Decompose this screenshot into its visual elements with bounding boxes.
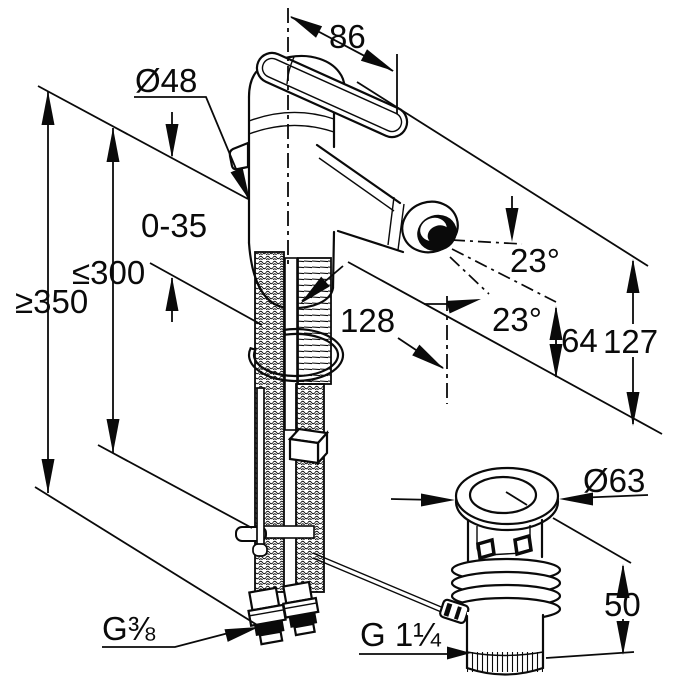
dim-lever-projection: 86 <box>290 16 398 114</box>
arrowhead <box>421 493 455 507</box>
extension-line-50-bottom <box>545 651 635 659</box>
dim-label-50: 50 <box>604 586 641 623</box>
dimension-annotations: 86 Ø48 0-35 ≤300 ≥350 <box>15 16 663 660</box>
arrowhead <box>300 276 330 304</box>
dim-drain-flange: Ø63 <box>390 462 649 507</box>
arrowhead <box>559 492 593 506</box>
aerator-axis-middle <box>451 248 557 303</box>
dim-body-diameter: Ø48 <box>134 62 250 201</box>
popup-drain-valve <box>439 466 562 676</box>
arrowhead <box>446 299 481 314</box>
left-hose-fitting <box>247 586 287 646</box>
arrowhead <box>360 49 394 71</box>
dim-label-g114: G 1¼ <box>360 616 441 653</box>
body-right-edge-lower <box>331 230 336 290</box>
arrowhead <box>549 306 563 340</box>
deck-surface-line-right <box>347 261 663 435</box>
dim-label-0-35: 0-35 <box>141 207 207 244</box>
dim-max-connection: ≤300 <box>72 128 145 453</box>
extension-line-50-top <box>552 517 632 564</box>
aerator-nozzle <box>401 200 459 254</box>
arrowhead <box>106 419 120 453</box>
dim-deck-thickness: 0-35 <box>141 112 207 322</box>
arrowhead <box>165 277 179 311</box>
deck-surface-line-left <box>37 85 249 200</box>
arrowhead <box>616 564 630 598</box>
arrowhead <box>412 344 444 369</box>
right-hose-fitting <box>282 580 320 637</box>
drain-neck-hole-right <box>513 533 533 557</box>
dim-min-hose: ≥350 <box>15 91 88 493</box>
arrowhead <box>447 646 471 660</box>
faucet-body <box>228 8 459 290</box>
pull-rod <box>256 387 265 547</box>
arrowhead <box>230 167 250 201</box>
arrowhead <box>290 16 323 38</box>
aerator-angle-fan: 23° 23° <box>424 196 560 404</box>
drain-tailpiece <box>465 612 545 676</box>
drain-neck <box>466 518 544 563</box>
dim-label-23-upper: 23° <box>510 242 560 279</box>
dim-total-height: 127 <box>603 259 658 426</box>
dim-drain-thread: G 1¼ <box>359 616 471 660</box>
drain-bore <box>468 475 538 515</box>
dim-label-g38: G⅜ <box>102 610 156 647</box>
arrowhead <box>224 627 259 642</box>
arrowhead <box>616 621 630 655</box>
arrowhead <box>41 459 55 493</box>
faucet-top-plane-line <box>356 81 649 267</box>
dim-label-64: 64 <box>561 322 598 359</box>
arrowhead <box>505 208 519 242</box>
dim-label-23-lower: 23° <box>492 301 542 338</box>
hose-end-reference-line <box>34 486 263 629</box>
drain-thread-band <box>467 652 543 672</box>
dim-label-128: 128 <box>340 302 395 339</box>
dim-label-le300: ≤300 <box>72 254 145 291</box>
dim-spout-projection: 128 <box>300 265 444 369</box>
drain-neck-hole-left <box>476 537 496 561</box>
drain-ribbed-section <box>450 557 562 622</box>
body-groove-1 <box>248 111 335 122</box>
body-groove-2 <box>248 124 335 135</box>
threaded-shank <box>297 257 332 385</box>
spout-arm <box>315 143 405 254</box>
right-braided-hose <box>295 383 325 593</box>
aerator-axis-upper <box>451 239 523 245</box>
aerator-axis-lower <box>449 256 490 295</box>
drain-bore-tick <box>505 491 528 506</box>
dim-label-ge350: ≥350 <box>15 283 88 320</box>
arrowhead <box>106 128 120 162</box>
pull-rod-end <box>252 543 268 557</box>
dim-label-127: 127 <box>603 323 658 360</box>
dim-label-o63: Ø63 <box>583 462 645 499</box>
drain-lever-knob <box>439 598 470 624</box>
dim-label-86: 86 <box>329 18 366 55</box>
mounting-nut <box>287 427 330 466</box>
dim-drain-height: 50 <box>545 517 641 659</box>
dim-supply-thread: G⅜ <box>102 610 259 648</box>
drain-linkage-rod <box>312 552 447 615</box>
arrowhead <box>549 344 563 378</box>
horseshoe-washer <box>247 327 345 383</box>
arrowhead <box>626 259 640 293</box>
supply-hose-assembly <box>235 241 447 646</box>
connection-reference-line <box>97 444 253 529</box>
arrowhead <box>165 124 179 158</box>
deck-underside-line <box>149 262 263 326</box>
arrowhead <box>626 392 640 426</box>
arrowhead <box>41 91 55 125</box>
dim-spout-height: 64 <box>549 306 598 378</box>
copper-pipe <box>284 257 298 431</box>
dim-label-o48: Ø48 <box>135 62 197 99</box>
